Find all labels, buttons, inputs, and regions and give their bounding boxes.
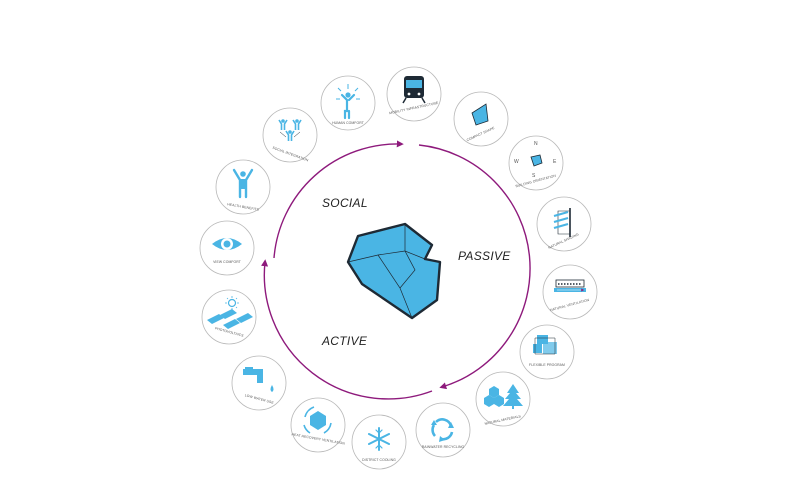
node-label: PHOTOVOLTAICS — [214, 326, 244, 338]
heat-recovery-icon — [303, 406, 332, 434]
cycle-arc-right — [418, 144, 531, 390]
people-group-icon — [278, 119, 302, 141]
compact-shape-icon — [471, 103, 489, 126]
node-label: VIEW COMFORT — [213, 260, 241, 264]
node-view-comfort: VIEW COMFORT — [199, 220, 255, 276]
recycling-arrows-icon — [431, 418, 454, 442]
node-label: LOW WATER USE — [244, 393, 274, 405]
node-label: NATURAL MATERIALS — [484, 414, 522, 426]
materials-tree-icon — [484, 384, 523, 409]
compass-icon: N W E S — [514, 141, 557, 179]
compass-n: N — [534, 141, 538, 147]
node-human-comfort: HUMAN COMFORT — [320, 75, 376, 131]
label-active: ACTIVE — [321, 334, 368, 348]
eye-icon — [212, 238, 242, 250]
node-natural-materials: NATURAL MATERIALS — [475, 371, 531, 427]
node-rainwater-recycling: RAINWATER RECYCLING — [415, 402, 471, 458]
person-icon — [232, 168, 254, 199]
snowflake-icon — [368, 427, 390, 451]
label-passive: PASSIVE — [458, 249, 511, 263]
human-comfort-icon — [336, 84, 360, 120]
water-tap-icon — [243, 367, 274, 392]
node-health-benefits: HEALTH BENEFITS — [215, 159, 271, 215]
node-social-integration: SOCIAL INTEGRATION — [262, 107, 318, 163]
compass-w: W — [514, 159, 519, 165]
train-icon — [402, 76, 426, 104]
node-district-cooling: DISTRICT COOLING — [351, 414, 407, 470]
node-label: FLEXIBLE PROGRAM — [529, 363, 565, 367]
node-building-orientation: N W E S BUILDING ORIENTATION — [508, 135, 564, 191]
node-mobility: MOBILITY INFRASTRUCTURE — [386, 66, 442, 122]
node-label: DISTRICT COOLING — [362, 458, 396, 462]
node-label: HEALTH BENEFITS — [227, 202, 260, 212]
node-compact-shape: COMPACT SHAPE — [453, 91, 509, 147]
node-natural-ventilation: NATURAL VENTILATION — [542, 264, 598, 320]
node-label: RAINWATER RECYCLING — [422, 445, 465, 449]
compass-s: S — [532, 173, 536, 179]
node-label: HUMAN COMFORT — [332, 121, 364, 125]
node-heat-recovery: HEAT RECOVERY VENTILATION — [290, 397, 346, 453]
building-footprint-icon — [346, 222, 442, 320]
flexible-program-icon — [533, 335, 557, 355]
label-social: SOCIAL — [322, 196, 368, 210]
node-natural-shading: NATURAL SHADING — [536, 196, 592, 252]
cycle-ring — [261, 140, 531, 400]
cycle-arc-top — [273, 140, 404, 259]
node-low-water-use: LOW WATER USE — [231, 355, 287, 411]
solar-panel-icon — [207, 296, 253, 329]
shading-icon — [553, 208, 571, 237]
cycle-arc-bottom — [261, 259, 433, 400]
node-photovoltaics: PHOTOVOLTAICS — [201, 289, 257, 345]
ventilation-icon — [554, 279, 586, 292]
compass-e: E — [553, 159, 557, 165]
node-flexible-program: FLEXIBLE PROGRAM — [519, 324, 575, 380]
